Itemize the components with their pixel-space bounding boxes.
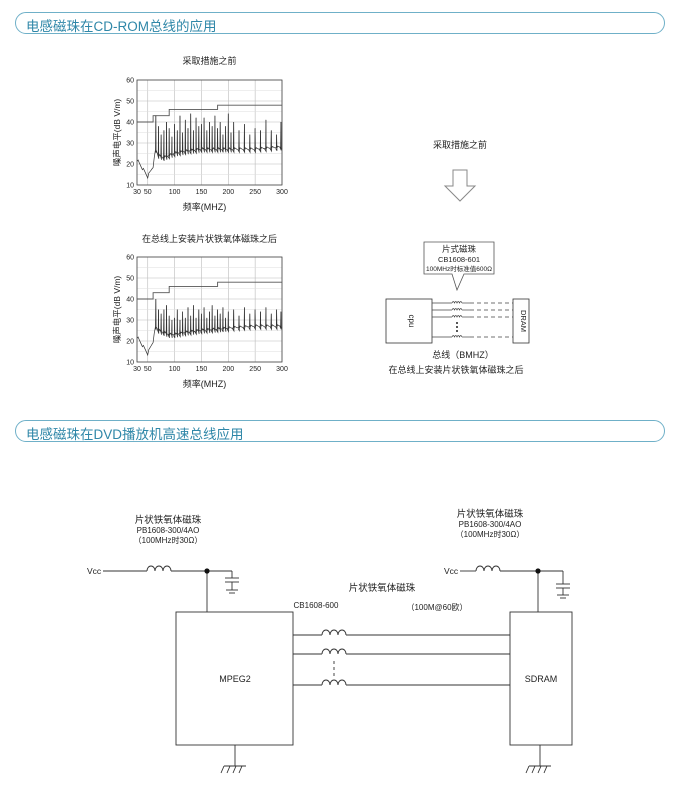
cpu-label: cpu bbox=[407, 315, 416, 328]
y-tick-label: 10 bbox=[126, 183, 134, 190]
sdram-block bbox=[509, 611, 573, 746]
x-tick-label: 150 bbox=[196, 189, 208, 196]
noise-trace bbox=[136, 113, 283, 180]
chart-title: 采取措施之前 bbox=[182, 55, 236, 66]
junction-dot-right bbox=[535, 568, 541, 574]
x-tick-label: 300 bbox=[276, 366, 288, 373]
chart-title: 在总线上安装片状铁氧体磁珠之后 bbox=[142, 233, 277, 244]
right-bead-title: 片状铁氧体磁珠 bbox=[457, 508, 524, 520]
vcc-right-label: Vcc bbox=[444, 566, 459, 576]
section-header-cdrom: 电感磁珠在CD-ROM总线的应用 bbox=[15, 12, 665, 34]
mpeg2-label: MPEG2 bbox=[219, 674, 251, 684]
bead-callout bbox=[423, 241, 495, 292]
x-tick-label: 30 bbox=[133, 189, 141, 196]
plot-frame bbox=[136, 79, 283, 186]
dram-box bbox=[512, 298, 530, 344]
y-tick-label: 10 bbox=[126, 360, 134, 367]
right-bead-spec: （100MHz时30Ω） bbox=[456, 529, 525, 539]
x-axis-label: 频率(MHZ) bbox=[183, 201, 227, 212]
x-tick-label: 150 bbox=[196, 366, 208, 373]
plot-frame bbox=[136, 256, 283, 363]
y-tick-label: 30 bbox=[126, 318, 134, 325]
x-tick-label: 250 bbox=[249, 189, 261, 196]
bus-bead-spec: （100M@60欧） bbox=[406, 602, 467, 612]
limit-line bbox=[137, 104, 282, 123]
y-axis-label: 噪声电平(dB V/m) bbox=[112, 276, 122, 344]
junction-dot-left bbox=[204, 568, 210, 574]
x-axis-label: 频率(MHZ) bbox=[183, 378, 227, 389]
x-tick-label: 50 bbox=[144, 366, 152, 373]
x-tick-label: 200 bbox=[222, 366, 234, 373]
left-bead-title: 片状铁氧体磁珠 bbox=[135, 514, 202, 526]
x-tick-label: 300 bbox=[276, 189, 288, 196]
y-tick-label: 20 bbox=[126, 339, 134, 346]
noise-trace bbox=[136, 298, 283, 357]
x-tick-label: 200 bbox=[222, 189, 234, 196]
down-arrow-icon bbox=[443, 169, 477, 202]
vcc-left-label: Vcc bbox=[87, 566, 102, 576]
section-title: 电感磁珠在DVD播放机高速总线应用 bbox=[26, 427, 244, 442]
left-bead-part: PB1608-300/4AO bbox=[137, 526, 200, 535]
ellipsis-dots bbox=[456, 322, 458, 332]
y-tick-label: 20 bbox=[126, 162, 134, 169]
x-tick-label: 100 bbox=[169, 366, 181, 373]
x-tick-label: 100 bbox=[169, 189, 181, 196]
bus-lines bbox=[432, 301, 513, 338]
bead-title: 片式磁珠 bbox=[442, 244, 477, 254]
sdram-label: SDRAM bbox=[525, 674, 558, 684]
y-tick-label: 50 bbox=[126, 99, 134, 106]
x-tick-label: 30 bbox=[133, 366, 141, 373]
y-tick-label: 40 bbox=[126, 120, 134, 127]
bus-bead-title: 片状铁氧体磁珠 bbox=[349, 582, 416, 594]
y-tick-label: 30 bbox=[126, 141, 134, 148]
x-tick-label: 250 bbox=[249, 366, 261, 373]
section-title: 电感磁珠在CD-ROM总线的应用 bbox=[26, 19, 217, 34]
y-axis-label: 噪声电平(dB V/m) bbox=[112, 99, 122, 167]
section-header-dvd: 电感磁珠在DVD播放机高速总线应用 bbox=[15, 420, 665, 442]
bead-part: CB1608-601 bbox=[438, 255, 480, 264]
left-bead-spec: （100MHz时30Ω） bbox=[134, 535, 203, 545]
bus-bead-part: CB1608-600 bbox=[294, 601, 339, 610]
y-tick-label: 40 bbox=[126, 297, 134, 304]
cdrom-bus-diagram: 采取措施之前 片式磁珠 CB1608-601 100MHz时标准值600Ω cp… bbox=[385, 139, 530, 375]
bead-spec: 100MHz时标准值600Ω bbox=[426, 264, 492, 273]
dram-label: DRAM bbox=[519, 310, 528, 332]
cpu-box bbox=[385, 298, 433, 344]
x-tick-label: 50 bbox=[144, 189, 152, 196]
limit-line bbox=[137, 281, 282, 300]
y-tick-label: 60 bbox=[126, 78, 134, 85]
before-label: 采取措施之前 bbox=[433, 139, 487, 150]
y-tick-label: 50 bbox=[126, 276, 134, 283]
bus-label: 总线（BMHZ） bbox=[432, 349, 494, 360]
after-label: 在总线上安装片状铁氧体磁珠之后 bbox=[388, 364, 523, 375]
right-bead-part: PB1608-300/4AO bbox=[459, 520, 522, 529]
dvd-bus-diagram: 片状铁氧体磁珠 PB1608-300/4AO （100MHz时30Ω） 片状铁氧… bbox=[87, 508, 573, 774]
mpeg2-block bbox=[175, 611, 294, 746]
dvd-wires bbox=[103, 565, 570, 774]
y-tick-label: 60 bbox=[126, 255, 134, 262]
